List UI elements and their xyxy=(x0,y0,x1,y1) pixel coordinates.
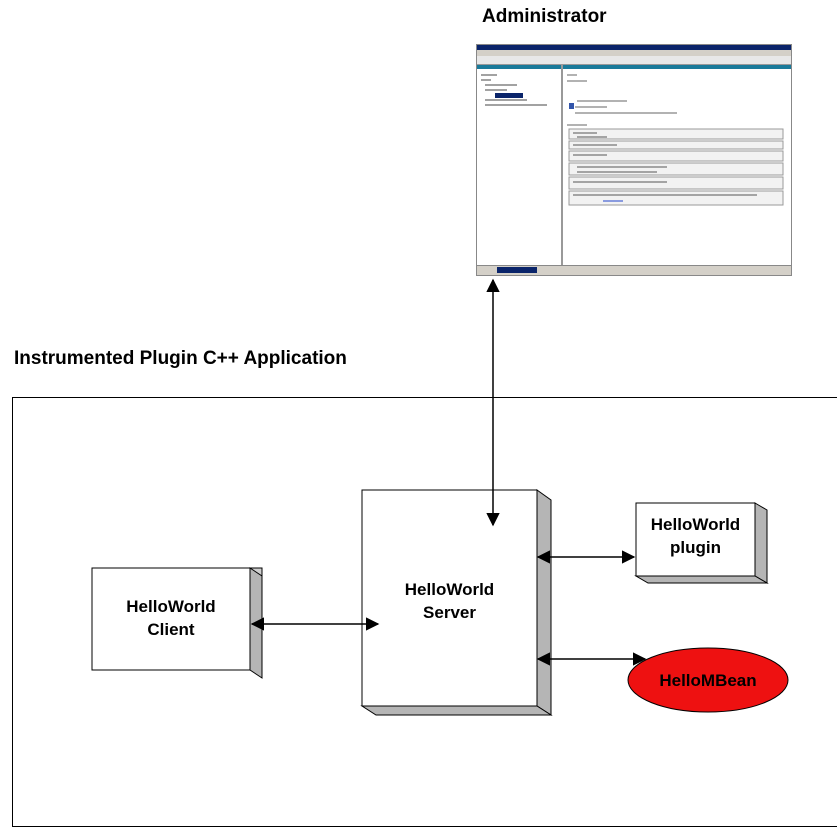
plugin-box xyxy=(634,502,769,584)
thumbnail-splitter xyxy=(561,65,563,265)
plugin-label-line2: plugin xyxy=(670,538,721,557)
thumbnail-toolbar xyxy=(477,56,791,65)
application-title: Instrumented Plugin C++ Application xyxy=(14,348,347,369)
server-label-line1: HelloWorld xyxy=(404,580,495,599)
thumbnail-statusbar xyxy=(477,265,791,275)
admin-console-thumbnail xyxy=(476,44,792,276)
server-label-line2: Server xyxy=(423,603,476,622)
server-box xyxy=(360,489,553,716)
client-label-line1: HelloWorld xyxy=(126,597,216,616)
thumbnail-taskbar-button xyxy=(497,267,537,273)
administrator-title: Administrator xyxy=(482,6,607,27)
thumbnail-content xyxy=(481,74,784,206)
client-label: HelloWorld Client xyxy=(92,595,250,641)
plugin-label: HelloWorld plugin xyxy=(636,513,755,559)
thumbnail-titlebar xyxy=(477,45,791,50)
plugin-label-line1: HelloWorld xyxy=(650,515,741,534)
mbean-ellipse xyxy=(627,647,789,713)
thumbnail-left-header xyxy=(477,65,561,69)
thumbnail-right-header xyxy=(563,65,791,69)
server-label: HelloWorld Server xyxy=(362,578,537,624)
mbean-label: HelloMBean xyxy=(659,671,757,690)
client-label-line2: Client xyxy=(147,620,195,639)
thumbnail-menubar xyxy=(477,50,791,56)
